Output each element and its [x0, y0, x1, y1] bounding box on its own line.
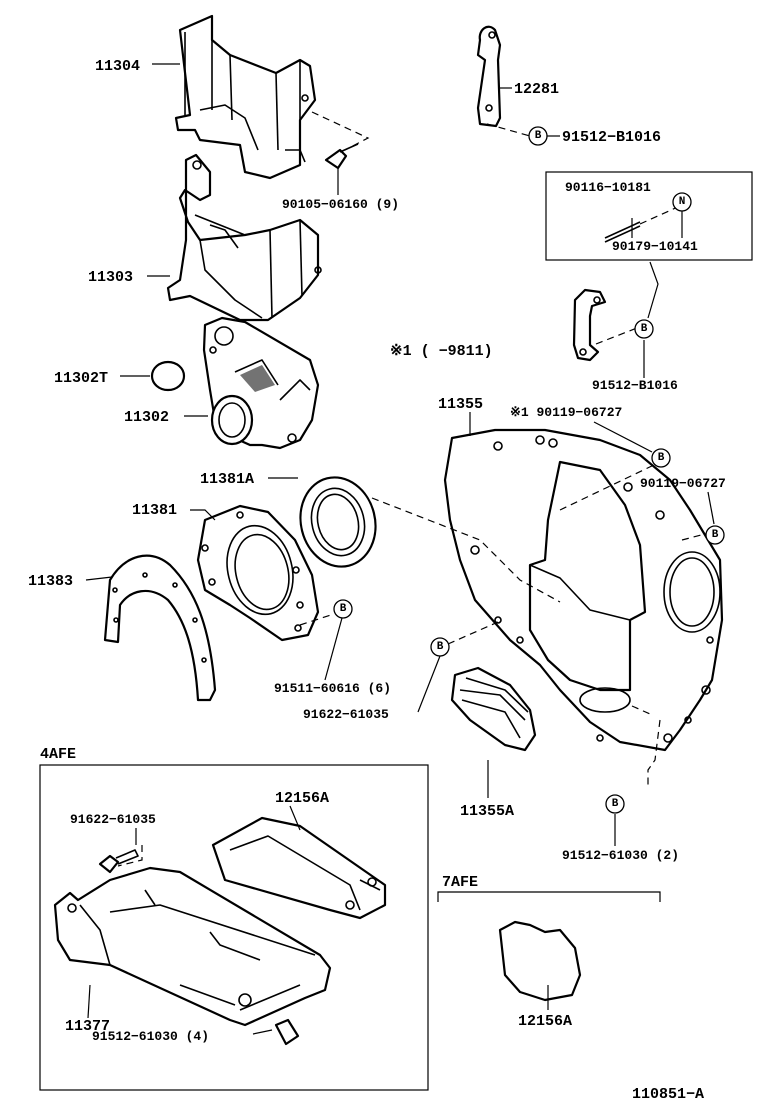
part-90105-bolt [324, 143, 359, 170]
label-91512-61030-4: 91512−61030 (4) [92, 1029, 209, 1044]
label-note-9811: ※1 ( −9811) [390, 343, 493, 360]
label-91511-60616: 91511−60616 (6) [274, 681, 391, 696]
label-11302: 11302 [124, 409, 169, 426]
svg-text:N: N [679, 196, 686, 208]
label-4afe: 4AFE [40, 746, 76, 763]
inset-box-stud-nut [545, 171, 753, 261]
part-11381-seal-retainer [196, 504, 320, 642]
badge-b-90119-a: B [651, 448, 671, 468]
label-12156a-7afe: 12156A [518, 1013, 572, 1030]
label-91512-b1016-top: 91512−B1016 [562, 129, 661, 146]
svg-text:B: B [437, 641, 444, 653]
box-4afe [39, 764, 429, 1091]
part-11304-upper-cover [174, 14, 317, 180]
label-11383: 11383 [28, 573, 73, 590]
svg-text:B: B [612, 798, 619, 810]
badge-b-91512-61030: B [605, 794, 625, 814]
part-91622-bolt-4afe [98, 849, 139, 874]
label-11303: 11303 [88, 269, 133, 286]
part-mid-bracket [572, 288, 607, 362]
badge-b-mid: B [634, 319, 654, 339]
label-11302t: 11302T [54, 370, 108, 387]
svg-text:B: B [535, 130, 542, 142]
label-11377: 11377 [65, 1018, 110, 1035]
label-11381a: 11381A [200, 471, 254, 488]
leader-lines [85, 63, 715, 1035]
label-11381: 11381 [132, 502, 177, 519]
label-12281: 12281 [514, 81, 559, 98]
badge-b-90119-b: B [705, 525, 725, 545]
label-12156a-4afe: 12156A [275, 790, 329, 807]
svg-text:B: B [658, 452, 665, 464]
svg-text:B: B [641, 323, 648, 335]
badge-b-12281: B [528, 126, 548, 146]
label-7afe: 7AFE [442, 874, 478, 891]
part-11355a-cover [450, 666, 537, 752]
label-11304: 11304 [95, 58, 140, 75]
part-90116-stud [604, 205, 681, 243]
label-11355: 11355 [438, 396, 483, 413]
label-91622-61035-main: 91622−61035 [303, 707, 389, 722]
part-91512-bolt-4afe [274, 1018, 300, 1046]
label-diagram-id: 110851−A [632, 1086, 704, 1103]
part-12156a-plate-4afe [211, 816, 387, 920]
svg-text:B: B [340, 603, 347, 615]
label-90119-06727: 90119−06727 [640, 476, 726, 491]
svg-text:B: B [712, 529, 719, 541]
badge-b-91622: B [430, 637, 450, 657]
badge-b-91511: B [333, 599, 353, 619]
part-12281-bracket [476, 25, 502, 128]
part-11383-gasket [103, 554, 217, 702]
label-91622-61035-4afe: 91622−61035 [70, 812, 156, 827]
part-11302t-plug [150, 360, 186, 392]
part-11381a-oil-seal [299, 476, 377, 568]
label-90105-06160: 90105−06160 (9) [282, 197, 399, 212]
label-90179-10141: 90179−10141 [612, 239, 698, 254]
label-11355a: 11355A [460, 803, 514, 820]
part-11302-lower-cover [202, 316, 320, 450]
label-note-90119-06727: ※1 90119−06727 [510, 405, 622, 420]
part-11303-middle-cover [166, 153, 322, 322]
part-11355-end-plate [443, 428, 724, 752]
group-7afe [437, 891, 661, 1002]
label-91512-b1016-mid: 91512−B1016 [592, 378, 678, 393]
label-90116-10181: 90116−10181 [565, 180, 651, 195]
badge-n-inset: N [672, 192, 692, 212]
part-11377-oil-pan-baffle [53, 866, 332, 1027]
label-91512-61030-2: 91512−61030 (2) [562, 848, 679, 863]
part-12156a-plate-7afe [498, 920, 582, 1002]
